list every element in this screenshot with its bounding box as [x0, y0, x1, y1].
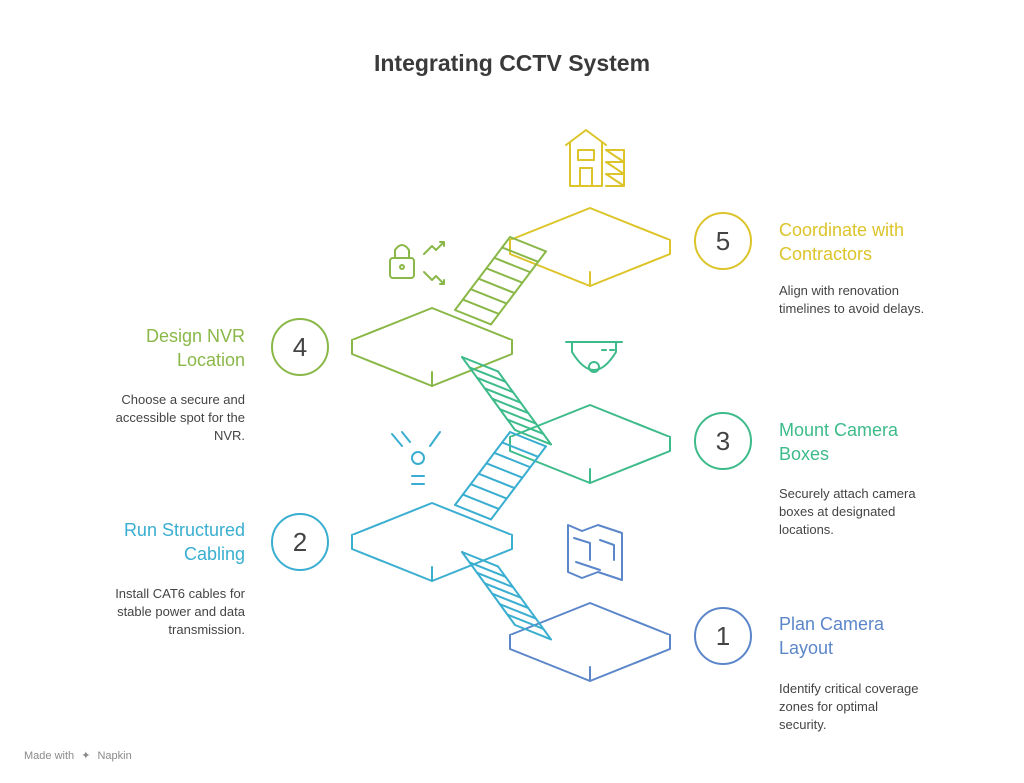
step-3-desc-line: Securely attach camera	[779, 486, 916, 501]
step-5-title: Coordinate with Contractors	[779, 218, 979, 266]
step-5-desc-line: Align with renovation	[779, 283, 899, 298]
step-1-desc-line: Identify critical coverage	[779, 681, 919, 696]
staircase-4	[454, 236, 547, 326]
step-1-description: Identify critical coverage zones for opt…	[779, 680, 979, 734]
step-5-number: 5	[716, 226, 730, 256]
step-2-title-line1: Run Structured	[123, 520, 245, 540]
staircase-2	[454, 431, 547, 521]
step-5-description: Align with renovation timelines to avoid…	[779, 282, 979, 318]
step-4-number: 4	[293, 332, 307, 362]
step-3-number-circle	[694, 412, 752, 470]
step-1-title-line2: Layout	[779, 638, 834, 658]
step-1-number-circle	[694, 607, 752, 665]
diagram-title: Integrating CCTV System	[373, 50, 651, 76]
network-signal-icon	[391, 431, 441, 485]
step-3-desc-line: locations.	[779, 522, 834, 537]
step-2-desc-line: transmission.	[168, 622, 245, 637]
step-3-title-line2: Boxes	[779, 444, 830, 464]
footer-brand: Napkin	[97, 750, 132, 762]
step-4-title-line2: Location	[176, 350, 245, 370]
step-4-desc-line: NVR.	[213, 428, 245, 443]
step-5-platform	[509, 207, 671, 287]
lock-access-icon	[389, 241, 445, 285]
step-5-desc-line: timelines to avoid delays.	[779, 301, 925, 316]
step-4-desc-line: Choose a secure and	[121, 392, 245, 407]
step-2-description: Install CAT6 cables for stable power and…	[45, 585, 245, 639]
floor-plan-icon	[567, 524, 623, 581]
step-3-number: 3	[716, 426, 730, 456]
step-1-title-line1: Plan Camera	[779, 614, 885, 634]
step-1-desc-line: zones for optimal	[779, 699, 878, 714]
step-4-title: Design NVR Location	[45, 324, 245, 372]
dome-camera-icon	[565, 341, 623, 373]
construction-house-icon	[565, 129, 625, 187]
step-1-desc-line: security.	[779, 717, 827, 732]
step-5-title-line1: Coordinate with	[779, 220, 905, 240]
step-3-title-line1: Mount Camera	[779, 420, 899, 440]
step-4-number-circle	[271, 318, 329, 376]
step-2-platform	[351, 502, 513, 582]
step-5-title-line2: Contractors	[779, 244, 873, 264]
step-4-title-line1: Design NVR	[145, 326, 245, 346]
step-1-platform	[509, 602, 671, 682]
napkin-logo-icon: ✦	[81, 750, 91, 762]
step-4-description: Choose a secure and accessible spot for …	[45, 391, 245, 445]
step-3-description: Securely attach camera boxes at designat…	[779, 485, 979, 539]
footer-credit: Made with ✦ Napkin	[24, 749, 132, 762]
staircase-1	[461, 551, 552, 641]
step-2-title-line2: Cabling	[183, 544, 245, 564]
step-2-number: 2	[293, 527, 307, 557]
step-4-desc-line: accessible spot for the	[115, 410, 245, 425]
step-2-desc-line: stable power and data	[117, 604, 245, 619]
step-2-desc-line: Install CAT6 cables for	[115, 586, 245, 601]
step-5-number-circle	[694, 212, 752, 270]
footer-made-with: Made with	[24, 750, 75, 762]
step-2-number-circle	[271, 513, 329, 571]
step-2-title: Run Structured Cabling	[45, 518, 245, 566]
step-1-title: Plan Camera Layout	[779, 612, 979, 660]
step-3-title: Mount Camera Boxes	[779, 418, 979, 466]
step-4-platform	[351, 307, 513, 387]
step-3-platform	[509, 404, 671, 484]
step-1-number: 1	[716, 621, 730, 651]
step-3-desc-line: boxes at designated	[779, 504, 896, 519]
staircase-3	[461, 356, 552, 446]
